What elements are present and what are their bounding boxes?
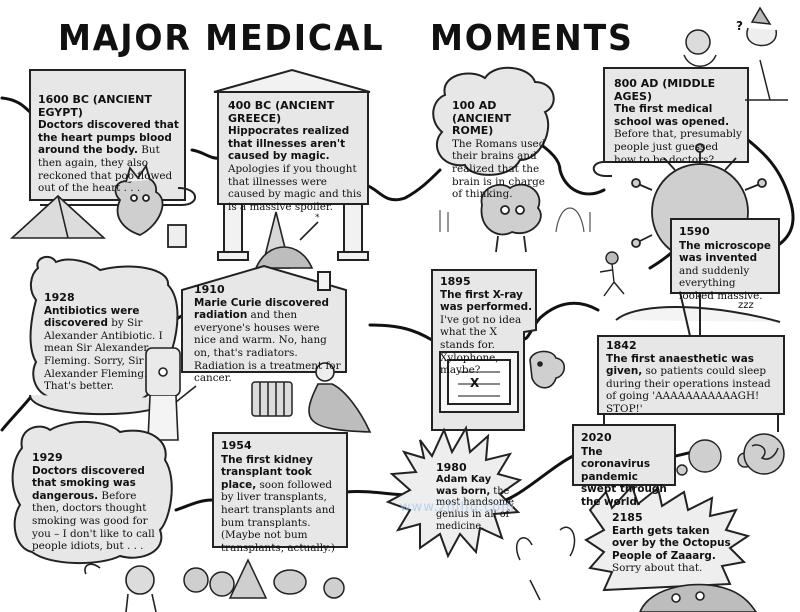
event-1910: 1910 Marie Curie discovered radiation an… <box>194 283 342 385</box>
event-highlight: The first X-ray was performed. <box>440 288 533 314</box>
event-body: I've got no idea what the X stands for. … <box>440 313 522 377</box>
event-body: Before then, doctors thought smoking was… <box>32 489 155 553</box>
xray-sign: X <box>470 376 480 390</box>
cloud-1928 <box>29 255 179 416</box>
event-heading: 1954 <box>221 439 252 452</box>
event-highlight: The coronavirus pandemic swept through t… <box>581 445 667 508</box>
smoking-doctor-illustration <box>84 563 157 612</box>
watermark: www.zhihu.com <box>400 500 515 515</box>
octopus-alien-illustration <box>639 583 757 612</box>
running-person-illustration <box>599 251 625 297</box>
event-highlight: Adam Kay was born, <box>436 473 492 497</box>
event-body: so patients could sleep during their ope… <box>606 365 771 415</box>
event-1895: 1895 The first X-ray was performed. I've… <box>440 275 534 377</box>
event-heading: 1929 <box>32 451 63 464</box>
coronavirus-illustration <box>676 439 753 476</box>
event-1842: 1842 The first anaesthetic was given, so… <box>606 339 782 416</box>
event-2020: 2020 The coronavirus pandemic swept thro… <box>572 424 676 508</box>
cloud-100ad <box>432 66 555 176</box>
event-body: soon followed by liver transplants, hear… <box>221 478 336 554</box>
event-heading: 2185 <box>612 511 643 524</box>
event-100ad: 100 AD (ANCIENT ROME) The Romans used th… <box>452 99 548 201</box>
event-highlight: Hippocrates realized that illnesses aren… <box>228 125 350 163</box>
pyramid-illustration <box>9 194 107 239</box>
event-heading: 1928 <box>44 291 75 304</box>
event-heading: 400 BC (ANCIENT GREECE) <box>228 99 335 125</box>
event-body: The Romans used their brains and realize… <box>452 137 546 201</box>
event-heading: 1842 <box>606 339 637 352</box>
event-highlight: Antibiotics were discovered <box>44 304 140 330</box>
heart-pharaoh-illustration <box>114 163 187 248</box>
event-heading: 1910 <box>194 283 225 296</box>
event-heading: 100 AD (ANCIENT ROME) <box>452 99 512 138</box>
event-2185: 2185 Earth gets taken over by the Octopu… <box>612 511 732 575</box>
medieval-doctors-illustration <box>683 6 788 101</box>
event-heading: 800 AD (MIDDLE AGES) <box>614 77 716 103</box>
organs-illustration <box>183 558 345 599</box>
scroll-800ad <box>592 67 749 177</box>
page-title-part-2: MOMENTS <box>430 18 634 59</box>
event-highlight: Earth gets taken over by the Octopus Peo… <box>612 524 731 562</box>
event-heading: 1590 <box>679 225 710 238</box>
event-1600bc: 1600 BC (ANCIENT EGYPT) Doctors discover… <box>38 93 183 195</box>
event-1590: 1590 The microscope was invented and sud… <box>670 218 780 302</box>
event-body: the most handsome genius in all of medic… <box>436 485 515 532</box>
event-highlight: The first anaesthetic was given, <box>606 352 754 378</box>
event-1929: 1929 Doctors discovered that smoking was… <box>32 451 156 553</box>
page-title-part-1: MAJOR MEDICAL <box>58 18 385 59</box>
starburst-1980 <box>385 425 523 559</box>
timeline-line <box>0 96 795 512</box>
event-body: But then again, they also reckoned that … <box>38 144 173 195</box>
doctor-illustration <box>145 347 197 441</box>
event-1954: 1954 The first kidney transplant took pl… <box>212 432 348 554</box>
event-highlight: The microscope was invented <box>679 239 771 265</box>
event-heading: 1600 BC (ANCIENT EGYPT) <box>38 93 152 119</box>
svg-text:*: * <box>315 213 320 223</box>
brain-illustration <box>480 183 542 253</box>
event-body: Sorry about that. <box>612 562 703 575</box>
event-heading: 2020 <box>581 431 612 444</box>
event-1928: 1928 Antibiotics were discovered by Sir … <box>44 291 168 393</box>
event-highlight: Doctors discovered that smoking was dang… <box>32 464 145 502</box>
sleep-text: zzz <box>738 300 754 311</box>
event-heading: 1895 <box>440 275 471 288</box>
hands-illustration <box>515 526 576 601</box>
xray-machine-illustration <box>431 269 537 431</box>
dog-illustration <box>529 350 566 389</box>
wizard-illustration: * <box>254 211 320 269</box>
doodle-mark: ? <box>736 19 743 33</box>
event-800ad: 800 AD (MIDDLE AGES) The first medical s… <box>614 77 742 166</box>
event-highlight: The first medical school was opened. <box>614 103 730 128</box>
event-body: and suddenly everything looked massive. <box>679 264 763 302</box>
earth-illustration <box>743 433 785 475</box>
event-body: by Sir Alexander Antibiotic. I mean Sir … <box>44 317 163 393</box>
octopus-bubble-2185 <box>584 484 751 592</box>
event-highlight: The first kidney transplant took place, <box>221 453 313 491</box>
event-1980: 1980 Adam Kay was born, the most handsom… <box>436 462 514 533</box>
event-body: Apologies if you thought that illnesses … <box>228 162 362 213</box>
greek-temple-illustration <box>213 68 371 261</box>
cloud-1929 <box>11 420 173 564</box>
marie-curie-illustration <box>308 362 372 433</box>
operating-bed-illustration <box>597 290 785 432</box>
event-400bc: 400 BC (ANCIENT GREECE) Hippocrates real… <box>228 99 363 213</box>
radiator-illustration <box>251 381 293 417</box>
event-heading: 1980 <box>436 461 467 474</box>
event-body: Before that, presumably people just gues… <box>614 128 742 166</box>
event-body: and then everyone's houses were nice and… <box>194 309 341 385</box>
event-highlight: Doctors discovered that the heart pumps … <box>38 119 179 157</box>
event-highlight: Marie Curie discovered radiation <box>194 296 329 322</box>
house-1910 <box>181 264 347 373</box>
ruins-illustration <box>439 207 591 233</box>
